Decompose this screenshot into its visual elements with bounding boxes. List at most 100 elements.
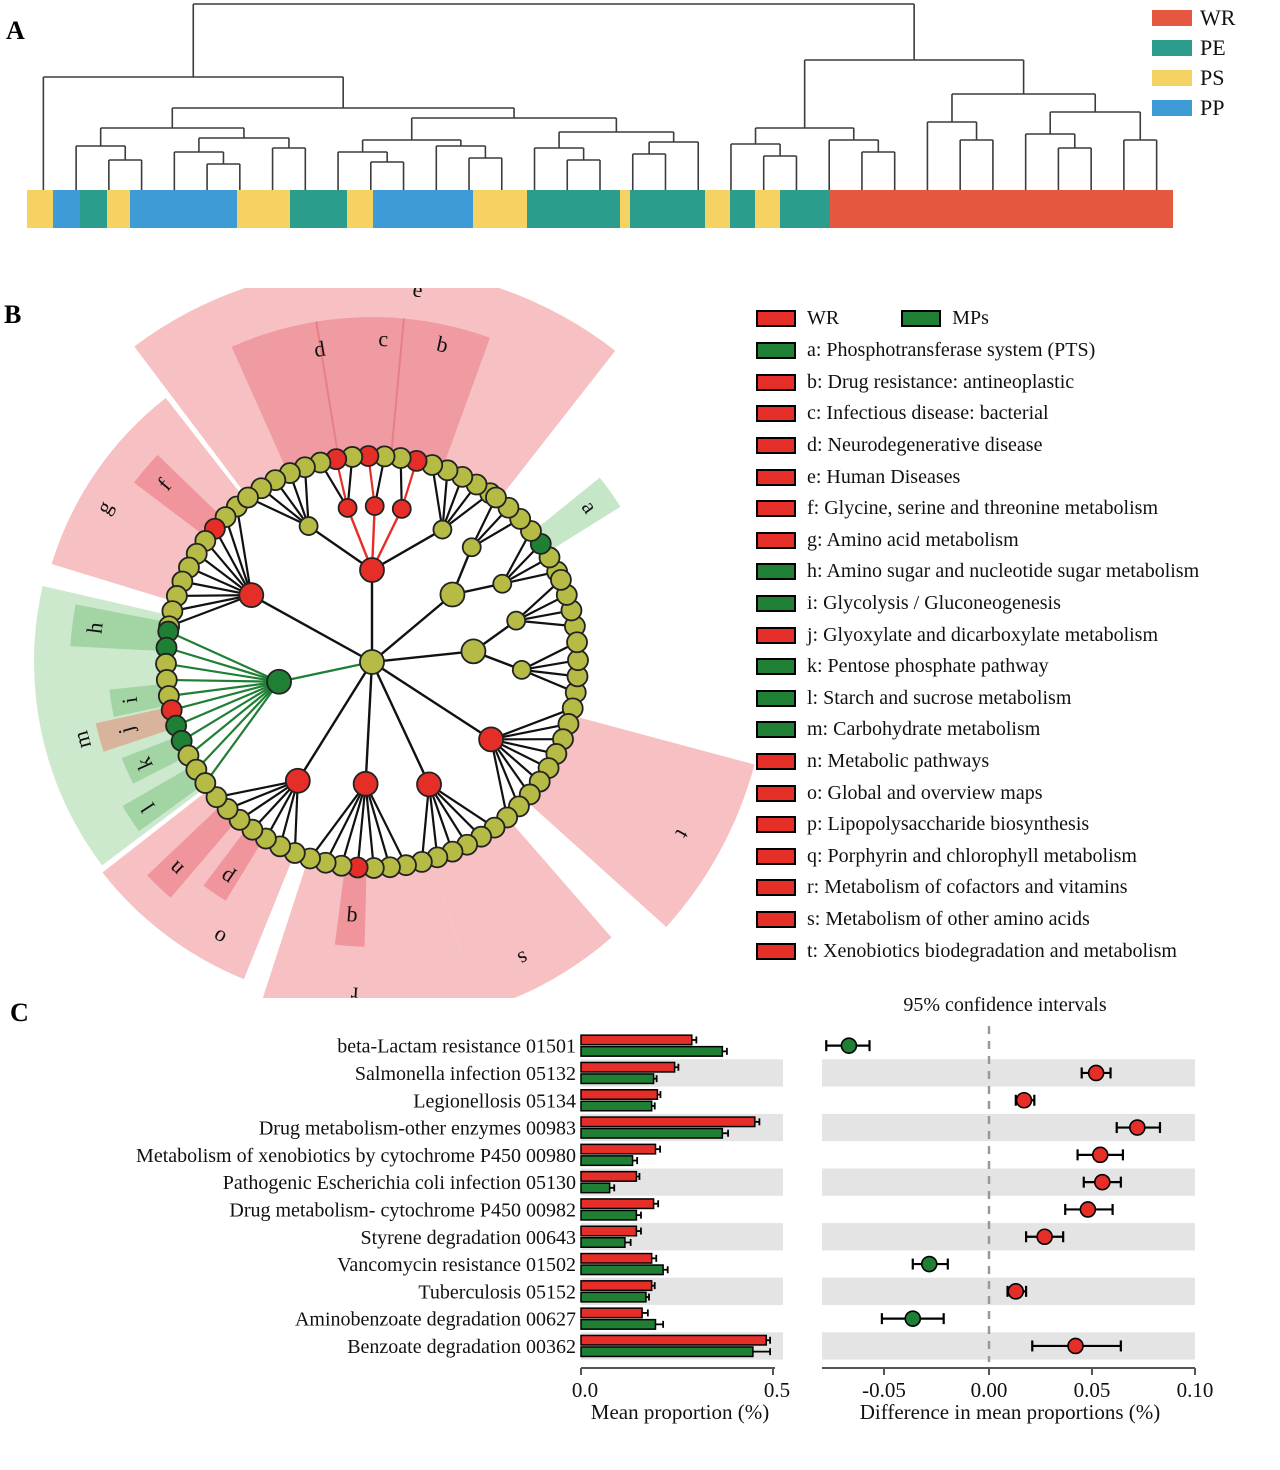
sample-group-segment-PE xyxy=(630,190,705,228)
diff-dot xyxy=(1036,1228,1053,1246)
diff-dot xyxy=(1087,1064,1105,1082)
cladogram-edge xyxy=(195,680,280,771)
wedge-letter-q: q xyxy=(345,906,358,932)
mp-bar xyxy=(580,1237,626,1248)
legend-item-c: c: Infectious disease: bacterial xyxy=(756,398,1280,430)
mid-node xyxy=(391,498,412,519)
wedge-letter-c: c xyxy=(378,326,389,351)
legend-label-PE: PE xyxy=(1200,35,1226,60)
diff-dot xyxy=(1015,1091,1033,1109)
mean-proportion-axis-label: Mean proportion (%) xyxy=(590,1400,770,1424)
leaf-node xyxy=(194,772,217,794)
hub-node xyxy=(439,581,466,608)
mp-bar xyxy=(580,1127,724,1139)
legend-item-l: l: Starch and sucrose metabolism xyxy=(756,683,1280,715)
legend-swatch-j xyxy=(756,626,796,644)
legend-label-PP: PP xyxy=(1200,95,1224,120)
wedge-letter-r: r xyxy=(350,982,359,998)
sample-group-segment-PS xyxy=(620,190,630,228)
cladogram-edge xyxy=(364,783,407,866)
sample-group-segment-PE xyxy=(527,190,620,228)
row-label: Drug metabolism-other enzymes 00983 xyxy=(259,1118,576,1140)
sample-group-segment-PE xyxy=(780,190,830,228)
axis-tick-label: 0.00 xyxy=(971,1378,1008,1402)
cladogram-edge xyxy=(364,661,374,784)
cladogram-edge xyxy=(166,678,280,683)
hub-node xyxy=(352,770,379,797)
sample-group-segment-PS xyxy=(705,190,730,228)
cladogram-edge xyxy=(428,783,496,829)
legend-swatch-h xyxy=(756,563,796,581)
leaf-node xyxy=(237,486,259,509)
legend-text-q: q: Porphyrin and chlorophyll metabolism xyxy=(807,844,1137,867)
cladogram-wedge xyxy=(122,763,208,832)
cladogram-edge xyxy=(172,594,252,613)
hub-node xyxy=(478,726,504,753)
legend-item-t: t: Xenobiotics biodegradation and metabo… xyxy=(756,935,1280,967)
cladogram-edge xyxy=(371,660,492,741)
mid-node xyxy=(461,537,482,558)
mp-bar xyxy=(580,1318,657,1330)
legend-swatch-PS xyxy=(1152,70,1192,86)
legend-item-s: s: Metabolism of other amino acids xyxy=(756,904,1280,936)
cladogram-edge xyxy=(235,506,253,596)
legend-swatch-r xyxy=(756,879,796,897)
sample-group-segment-PS xyxy=(473,190,527,228)
wr-bar xyxy=(580,1198,655,1210)
cladogram-wedge xyxy=(522,714,755,927)
legend-swatch-t xyxy=(756,942,796,960)
legend-text-b: b: Drug resistance: antineoplastic xyxy=(807,370,1075,393)
cladogram-edge xyxy=(490,739,509,818)
diff-dot xyxy=(904,1310,922,1327)
legend-item-j: j: Glyoxylate and dicarboxylate metaboli… xyxy=(756,619,1280,651)
row-label: Benzoate degradation 00362 xyxy=(347,1336,576,1358)
cladogram-edge xyxy=(166,646,280,683)
leaf-node xyxy=(567,649,589,672)
cladogram-edge xyxy=(490,722,569,741)
hub-node xyxy=(359,557,385,583)
legend-item-p: p: Lipopolysaccharide biosynthesis xyxy=(756,809,1280,841)
cladogram-edge xyxy=(296,661,374,782)
row-label: Tuberculosis 05152 xyxy=(418,1281,576,1303)
cladogram-edge xyxy=(371,593,454,663)
wr-bar xyxy=(580,1116,756,1128)
cladogram-edge xyxy=(250,594,373,664)
cladogram-edge xyxy=(340,783,367,867)
wedge-letter-e: e xyxy=(411,288,424,302)
cladogram-edge xyxy=(224,516,253,596)
legend-swatch-PP xyxy=(1152,100,1192,116)
row-label: Legionellosis 05134 xyxy=(413,1090,576,1112)
cladogram-edge xyxy=(204,681,280,784)
leaf-node xyxy=(550,568,572,591)
row-label: Styrene degradation 00643 xyxy=(361,1227,577,1249)
legend-text-s: s: Metabolism of other amino acids xyxy=(807,907,1090,930)
mid-node xyxy=(506,610,527,631)
cladogram-edge xyxy=(364,783,375,869)
legend-swatch-s xyxy=(756,910,796,928)
cladogram-edge xyxy=(309,783,367,860)
sample-group-segment-PP xyxy=(130,190,237,228)
leaf-node xyxy=(485,486,507,509)
legend-text-t: t: Xenobiotics biodegradation and metabo… xyxy=(807,939,1177,962)
ci-title: 95% confidence intervals xyxy=(903,994,1107,1016)
legend-swatch-k xyxy=(756,658,796,676)
wedge-letter-h: h xyxy=(82,621,108,635)
mid-node xyxy=(432,519,453,540)
wr-bar xyxy=(580,1280,653,1292)
cladogram-edge xyxy=(175,680,280,727)
hub-node xyxy=(460,638,487,665)
row-label: Vancomycin resistance 01502 xyxy=(337,1254,576,1276)
mp-bar xyxy=(580,1346,754,1358)
leaf-node xyxy=(205,786,228,809)
legend-swatch-p xyxy=(756,816,796,834)
legend-swatch-WR xyxy=(1152,10,1192,26)
wr-bar xyxy=(580,1225,638,1237)
legend-label-PS: PS xyxy=(1200,65,1224,90)
cladogram-edge xyxy=(171,680,280,712)
diff-dot xyxy=(1079,1201,1097,1218)
mp-bar xyxy=(580,1291,647,1303)
legend-swatch-l xyxy=(756,689,796,707)
cladogram-wedge xyxy=(431,815,612,998)
